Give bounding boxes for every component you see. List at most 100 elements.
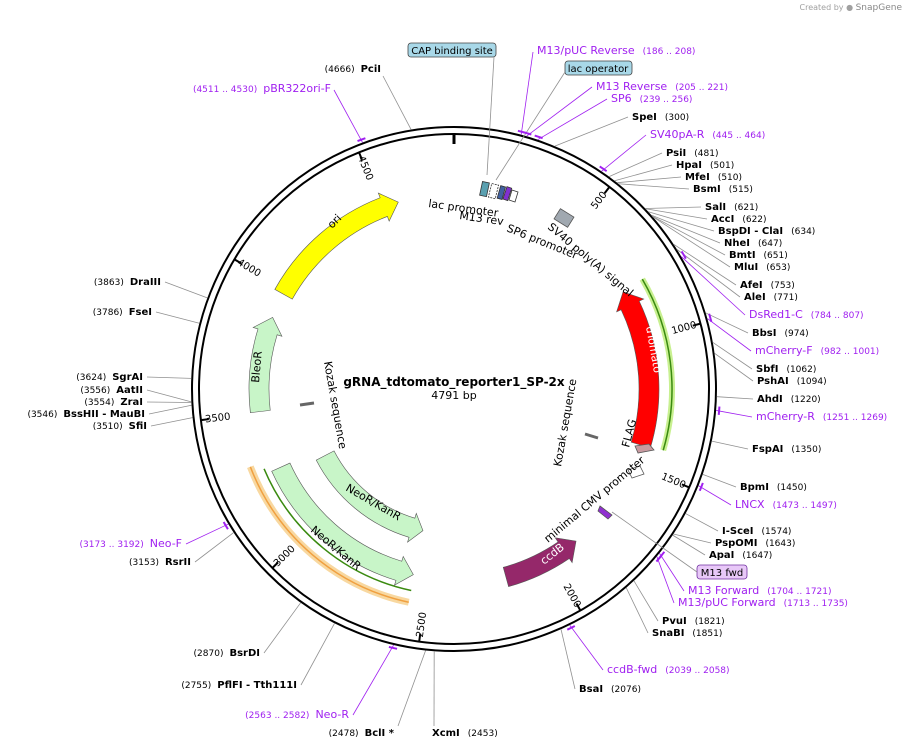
site-label: (3510)SfiI [93,421,147,432]
site-connector [146,389,192,403]
primer-label: mCherry-F(982 .. 1001) [755,344,879,357]
primer-connector [680,256,746,316]
site-label: BbsI(974) [752,328,809,339]
primer-site-mark [388,645,398,650]
feature-ori [274,192,399,300]
primer-label: M13 Forward(1704 .. 1721) [688,584,832,597]
feature-bleor [248,316,283,414]
site-label: NheI(647) [724,238,782,249]
site-connector [618,183,690,190]
primer-label: SP6(239 .. 256) [611,92,692,105]
lac-operator-label: lac operator [568,64,629,75]
feature-dtomato [616,291,660,449]
site-connector [712,342,753,370]
m13-fwd-line [611,511,698,573]
site-connector [155,311,200,324]
sp6-arrow-icon [508,189,519,203]
primer-connector [526,86,593,137]
kozak-mark-1 [584,432,599,440]
cap-binding-site-label: CAP binding site [411,46,493,57]
primer-label: M13/pUC Reverse(186 .. 208) [537,44,695,57]
site-label: PvuI(1821) [662,616,725,627]
site-connector [648,211,715,232]
site-connector [146,401,192,403]
lac-operator-line [495,71,566,181]
site-label: (2478)BclI * [329,728,395,739]
tick-mark [271,561,279,569]
site-label: SnaBI(1851) [652,628,722,639]
primer-site-mark [523,131,532,136]
site-connector [560,629,576,690]
kozak-mark-2 [299,401,315,407]
backbone-outer [191,126,717,652]
cap-line [486,56,495,176]
snapgene-logo-icon: ● [846,3,854,12]
tick-mark [692,322,701,327]
ccdb-small-arrow-icon [597,505,613,520]
site-label: (3546)BssHII - MauBI [27,409,145,420]
feature-ccdb [502,537,577,587]
site-label: PsiI(481) [666,148,718,159]
flag-box [634,443,655,454]
site-connector [164,281,208,299]
cmv-arrow-icon [627,465,645,479]
site-label: (3624)SgrAI [76,372,143,383]
site-connector [652,215,726,256]
site-connector [714,353,754,382]
m13-rev-label: M13 rev [459,209,505,228]
cap-binding-site-box: CAP binding site [407,42,497,58]
site-connector [645,206,702,209]
site-connector [705,312,749,334]
primer-label: (3173 .. 3192)Neo-F [79,537,182,550]
site-connector [263,602,302,654]
primer-site-mark [357,137,366,143]
site-connector [625,587,649,634]
site-connector [652,216,731,268]
site-label: ApaI(1647) [709,550,772,561]
primer-site-mark [534,134,543,140]
site-label: (3556)AatII [80,385,143,396]
site-connector [672,534,706,556]
primer-connector [352,644,395,716]
site-connector [554,116,629,147]
feature-neor-kanr [315,450,424,543]
site-connector [194,532,234,563]
site-label: PshAI(1094) [757,376,827,387]
primer-connector [185,523,229,545]
tick-label: 500 [589,190,609,212]
primer-connector [520,51,534,135]
credit-brand: SnapGene [855,3,902,13]
site-connector [300,623,335,686]
lac-operator-box [487,182,500,200]
dtomato-primer-line [641,278,673,451]
tick-mark [233,258,242,265]
primer-label: DsRed1-C(784 .. 807) [749,308,864,321]
site-label: (2870)BsrDI [194,648,260,659]
kozak-label-right: Kozak sequence [551,378,579,468]
site-label: (4666)PciI [325,64,381,75]
site-label: (3554)ZraI [84,397,143,408]
site-label: XcmI(2453) [432,728,498,739]
tick-label: 1500 [659,471,687,491]
site-label: AfeI(753) [740,280,795,291]
primer-connector [601,134,647,172]
site-connector [633,580,659,622]
site-label: MluI(653) [734,262,790,273]
sp6-box [502,186,513,202]
site-label: SbfI(1062) [756,364,816,375]
neo-inner-primer-line [263,468,412,592]
kozak-label-left: Kozak sequence [321,360,349,450]
site-label: SalI(621) [705,202,758,213]
site-label: BspDI - ClaI(634) [718,226,815,237]
site-label: MfeI(510) [685,172,742,183]
primer-label: (2563 .. 2582)Neo-R [245,708,349,721]
site-connector [608,152,663,177]
site-label: HpaI(501) [676,160,734,171]
bleor-label: BleoR [249,350,265,383]
site-label: (2755)PflFI - Tth111I [181,680,297,691]
primer-connector [698,485,732,506]
tick-label: 3000 [272,544,298,570]
lac-operator-box-label: lac operator [564,60,633,76]
tick-label: 2500 [415,611,429,638]
